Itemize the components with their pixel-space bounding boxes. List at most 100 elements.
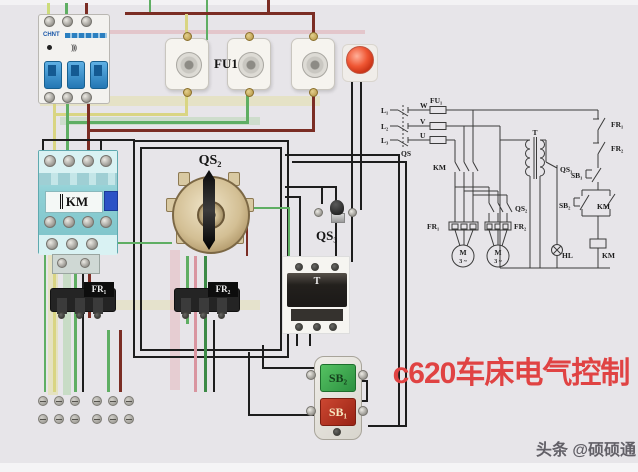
contactor-terminal-screw — [46, 238, 58, 250]
contactor-aux-screw — [57, 258, 67, 268]
schematic-label: FR₂ — [611, 144, 624, 153]
indicator-lamp — [346, 46, 374, 74]
wire-segment — [312, 12, 315, 40]
fuse-cap — [302, 52, 328, 78]
schematic-label: V — [420, 117, 426, 126]
strip-screw — [38, 414, 48, 424]
contactor-indicator-window — [104, 191, 118, 211]
wire-segment — [285, 186, 337, 188]
wire-loop — [140, 147, 282, 351]
wire-haze — [63, 250, 71, 395]
wire-haze — [95, 30, 365, 34]
wire-haze — [170, 250, 180, 390]
wire-segment — [262, 367, 315, 369]
relay-slot — [93, 298, 103, 314]
contactor-terminal-screw — [44, 155, 56, 167]
contactor-bottom-band — [39, 235, 117, 255]
breaker-terminal-screw — [62, 16, 73, 27]
wire-segment — [66, 102, 69, 122]
contactor-terminal-screw — [63, 155, 75, 167]
transformer-terminal — [313, 323, 321, 331]
wire-segment — [87, 129, 315, 132]
relay-slot — [57, 298, 67, 314]
breaker-brand-logo: CHNT — [43, 32, 60, 38]
schematic-label: QS₂ — [515, 204, 528, 213]
strip-screw — [92, 396, 102, 406]
schematic-bottom-rail — [500, 248, 610, 269]
wire-segment — [312, 90, 315, 132]
schematic-label: FR₁ — [427, 222, 439, 231]
breaker-toggle — [90, 61, 108, 89]
contactor-clamps — [39, 173, 117, 185]
transformer-terminal — [295, 323, 303, 331]
schematic-label: 3 ~ — [459, 259, 468, 265]
wire-segment — [42, 139, 135, 141]
toggle-switch-label: QS₃ — [316, 228, 338, 243]
top-edge — [0, 0, 638, 5]
relay-slot — [217, 298, 227, 314]
wire-segment — [368, 425, 407, 427]
wire-segment — [44, 242, 46, 392]
wire-segment — [53, 113, 188, 116]
breaker-terminal-screw — [81, 92, 92, 103]
wire-segment — [82, 254, 84, 392]
transformer-label: T — [313, 276, 321, 287]
schematic-label: M — [459, 248, 466, 257]
fuse-terminal — [309, 88, 318, 97]
wire-segment — [53, 102, 56, 114]
wire-segment — [66, 122, 69, 152]
wire-segment — [53, 114, 56, 152]
wire-segment — [248, 352, 250, 416]
wire-segment — [213, 320, 215, 392]
schematic-label: 3 ~ — [494, 259, 503, 265]
transformer-core: T — [287, 273, 347, 307]
wire-segment — [248, 414, 315, 416]
schematic-fuse-symbol — [429, 106, 447, 114]
wire-segment — [47, 3, 50, 15]
wire-segment — [74, 254, 77, 392]
schematic-label: M — [494, 248, 501, 257]
wire-segment — [234, 207, 290, 209]
wire-segment — [107, 330, 110, 392]
schematic-overloads-stop — [585, 110, 606, 190]
schematic-label: FU₁ — [430, 96, 442, 105]
schematic-transformer-primary — [525, 139, 531, 177]
rotary-lever — [203, 170, 215, 250]
transformer-terminal — [295, 263, 303, 271]
strip-screw — [92, 414, 102, 424]
wire-segment — [292, 161, 405, 163]
contactor-aux-screw — [80, 258, 90, 268]
strip-screw — [124, 396, 134, 406]
fuse-2 — [227, 38, 271, 90]
fuse-terminal — [183, 32, 192, 41]
schematic-start-seal — [573, 189, 616, 239]
breaker-toggle — [44, 61, 62, 89]
schematic-label: SB₂ — [559, 201, 571, 210]
contactor-terminal-screw — [100, 155, 112, 167]
schematic-label: T — [532, 128, 537, 137]
schematic-km-contacts — [454, 110, 479, 222]
wire-segment — [309, 328, 311, 346]
relay-terminal — [58, 312, 65, 319]
contactor-km: KM — [38, 150, 118, 255]
schematic-label: KM — [602, 251, 615, 260]
strip-screw — [54, 414, 64, 424]
wire-segment — [185, 14, 188, 40]
schematic-km-coil — [589, 238, 607, 249]
relay-label: FR₁ — [84, 282, 114, 297]
wire-segment — [100, 141, 102, 153]
relay-slot — [75, 298, 85, 314]
breaker-terminal-screw — [62, 92, 73, 103]
thermal-relay-fr2: FR₂ — [174, 282, 242, 322]
fuse-cap — [176, 52, 202, 78]
wire-segment — [267, 0, 270, 14]
wire-segment — [357, 380, 368, 382]
fuse-terminal — [183, 88, 192, 97]
toggle-switch-qs3 — [314, 200, 358, 228]
relay-terminal — [200, 312, 207, 319]
wire-segment — [125, 12, 315, 15]
schematic-transformer-conns — [499, 126, 541, 268]
schematic-label: SB₁ — [571, 171, 582, 180]
fuse-1 — [165, 38, 209, 90]
contactor-terminal-screw — [86, 238, 98, 250]
